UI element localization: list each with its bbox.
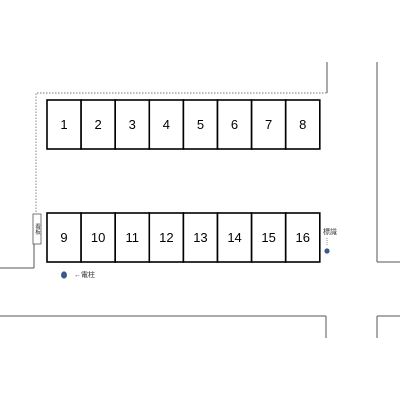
parking-slot-number: 15	[261, 230, 275, 245]
parking-slot-9: 9	[46, 212, 82, 263]
parking-slot-16: 16	[284, 212, 321, 263]
parking-row-top: 1 2 3 4 5 6 7 8	[46, 99, 321, 150]
sign-marker: 標識	[323, 227, 337, 254]
parking-slot-8: 8	[284, 99, 321, 150]
parking-slot-box	[148, 99, 185, 150]
lot-boundary	[35, 92, 327, 212]
parking-slot-10: 10	[80, 212, 116, 263]
parking-slot-box	[284, 212, 321, 263]
utility-pole: ←電柱	[61, 270, 95, 279]
sign-icon	[324, 248, 330, 254]
parking-slot-13: 13	[182, 212, 219, 263]
sign-label: 標識	[323, 227, 337, 236]
lot-boundary-line	[35, 92, 327, 212]
parking-slot-number: 14	[227, 230, 241, 245]
parking-slot-number: 3	[129, 117, 136, 132]
parking-slot-number: 4	[163, 117, 170, 132]
parking-slot-number: 5	[197, 117, 204, 132]
parking-slot-7: 7	[250, 99, 287, 150]
parking-slot-number: 12	[159, 230, 173, 245]
parking-slot-number: 10	[91, 230, 105, 245]
parking-slot-box	[80, 212, 116, 263]
parking-slot-11: 11	[114, 212, 151, 263]
parking-slot-box	[250, 212, 287, 263]
name-board: 看板	[32, 213, 42, 245]
parking-slot-box	[182, 99, 219, 150]
parking-row-bottom: 9 10 11 12 13 14 15 16	[46, 212, 321, 263]
parking-slot-6: 6	[216, 99, 253, 150]
parking-slot-number: 8	[299, 117, 306, 132]
parking-slot-1: 1	[46, 99, 82, 150]
parking-slot-2: 2	[80, 99, 116, 150]
parking-slot-14: 14	[216, 212, 253, 263]
parking-slot-5: 5	[182, 99, 219, 150]
parking-slot-number: 9	[60, 230, 67, 245]
parking-slot-box	[148, 212, 185, 263]
parking-slot-number: 1	[60, 117, 67, 132]
name-board-rect	[32, 213, 42, 245]
road-boundaries	[0, 62, 400, 338]
parking-slot-number: 7	[265, 117, 272, 132]
parking-slot-box	[182, 212, 219, 263]
parking-slot-number: 6	[231, 117, 238, 132]
parking-slot-3: 3	[114, 99, 151, 150]
utility-pole-icon	[61, 271, 67, 279]
parking-slot-15: 15	[250, 212, 287, 263]
parking-slot-box	[46, 99, 82, 150]
parking-slot-number: 2	[95, 117, 102, 132]
parking-slot-4: 4	[148, 99, 185, 150]
parking-slot-box	[80, 99, 116, 150]
name-board-label: 看板	[34, 222, 41, 236]
parking-slot-number: 11	[126, 230, 140, 245]
parking-slot-box	[284, 99, 321, 150]
parking-slot-number: 13	[193, 230, 207, 245]
parking-slot-12: 12	[148, 212, 185, 263]
parking-slot-box	[114, 99, 151, 150]
utility-pole-label: ←電柱	[74, 270, 95, 279]
parking-slot-number: 16	[296, 230, 310, 245]
